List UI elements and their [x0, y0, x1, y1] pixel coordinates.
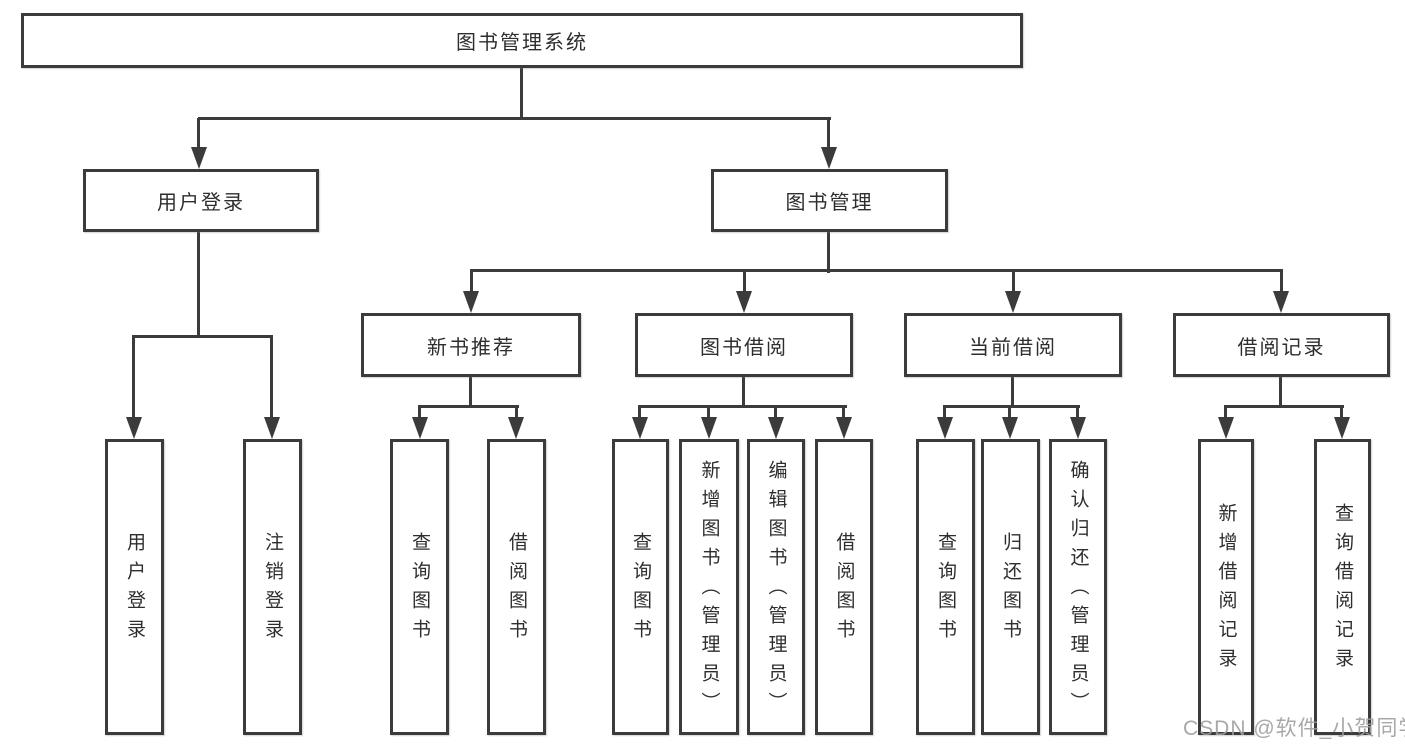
connector-line	[197, 231, 200, 338]
arrowhead-down-icon	[937, 417, 953, 439]
node-book-management-label: 图书管理	[785, 192, 874, 214]
connector-line	[943, 405, 1080, 408]
arrowhead-down-icon	[632, 417, 648, 439]
arrowhead-down-icon	[1002, 417, 1018, 439]
arrowhead-down-icon	[768, 417, 784, 439]
connector-line	[418, 405, 519, 408]
arrowhead-down-icon	[191, 147, 207, 169]
node-book-management: 图书管理	[711, 169, 948, 232]
node-root: 图书管理系统	[21, 13, 1023, 68]
leaf-query-books-newbooks: 查询图书	[390, 439, 449, 735]
node-book-borrowing-label: 图书借阅	[700, 336, 788, 359]
arrowhead-down-icon	[1334, 417, 1350, 439]
leaf-query-borrow-record: 查询借阅记录	[1314, 439, 1371, 735]
node-borrowing-records-label: 借阅记录	[1237, 336, 1326, 359]
connector-line	[1008, 407, 1011, 419]
connector-line	[1012, 271, 1015, 295]
connector-line	[132, 337, 135, 419]
connector-line	[1224, 407, 1227, 419]
connector-line	[470, 271, 473, 295]
connector-line	[707, 407, 710, 419]
connector-line	[1076, 407, 1079, 419]
connector-line	[827, 118, 830, 151]
arrowhead-down-icon	[412, 417, 428, 439]
node-borrowing-records: 借阅记录	[1173, 313, 1390, 377]
node-book-borrowing: 图书借阅	[635, 313, 853, 377]
connector-line	[1279, 377, 1282, 408]
connector-line	[418, 407, 421, 419]
node-user-login: 用户登录	[83, 169, 319, 232]
arrowhead-down-icon	[126, 417, 142, 439]
arrowhead-down-icon	[836, 417, 852, 439]
connector-line	[132, 335, 273, 338]
leaf-query-books-current: 查询图书	[916, 439, 975, 735]
connector-line	[774, 407, 777, 419]
arrowhead-down-icon	[264, 417, 280, 439]
connector-line	[1340, 407, 1343, 419]
node-current-borrowing: 当前借阅	[904, 313, 1122, 377]
connector-line	[515, 407, 518, 419]
connector-line	[943, 407, 946, 419]
connector-line	[842, 407, 845, 419]
csdn-watermark: CSDN @软件_小贺同学	[1183, 717, 1405, 740]
connector-line	[197, 118, 200, 151]
leaf-query-books-borrowing: 查询图书	[612, 439, 669, 735]
node-new-book-recommend-label: 新书推荐	[427, 336, 515, 359]
node-new-book-recommend: 新书推荐	[361, 313, 581, 377]
connector-line	[827, 232, 830, 273]
arrowhead-down-icon	[701, 417, 717, 439]
leaf-return-books: 归还图书	[981, 439, 1040, 735]
leaf-edit-books-admin: 编辑图书（管理员）	[747, 439, 805, 735]
connector-line	[1011, 377, 1014, 408]
leaf-confirm-return-admin: 确认归还（管理员）	[1049, 439, 1107, 735]
node-user-login-label: 用户登录	[157, 192, 245, 214]
connector-line	[470, 269, 1283, 272]
node-root-label: 图书管理系统	[456, 32, 588, 54]
arrowhead-down-icon	[1070, 417, 1086, 439]
arrowhead-down-icon	[463, 291, 479, 313]
connector-line	[520, 68, 523, 120]
arrowhead-down-icon	[508, 417, 524, 439]
leaf-borrow-books-borrowing: 借阅图书	[815, 439, 873, 735]
leaf-borrow-books-newbooks: 借阅图书	[487, 439, 546, 735]
node-current-borrowing-label: 当前借阅	[969, 336, 1057, 359]
connector-line	[469, 377, 472, 408]
connector-line	[742, 377, 745, 408]
arrowhead-down-icon	[821, 147, 837, 169]
arrowhead-down-icon	[736, 291, 752, 313]
leaf-user-login: 用户登录	[105, 439, 164, 735]
connector-line	[198, 117, 831, 120]
connector-line	[1280, 271, 1283, 295]
leaf-add-books-admin: 新增图书（管理员）	[679, 439, 739, 735]
arrowhead-down-icon	[1005, 291, 1021, 313]
arrowhead-down-icon	[1218, 417, 1234, 439]
connector-line	[1224, 405, 1344, 408]
leaf-logout: 注销登录	[243, 439, 302, 735]
leaf-add-borrow-record: 新增借阅记录	[1198, 439, 1254, 735]
arrowhead-down-icon	[1273, 291, 1289, 313]
connector-line	[743, 271, 746, 295]
connector-line	[638, 407, 641, 419]
connector-line	[638, 405, 847, 408]
connector-line	[270, 337, 273, 419]
